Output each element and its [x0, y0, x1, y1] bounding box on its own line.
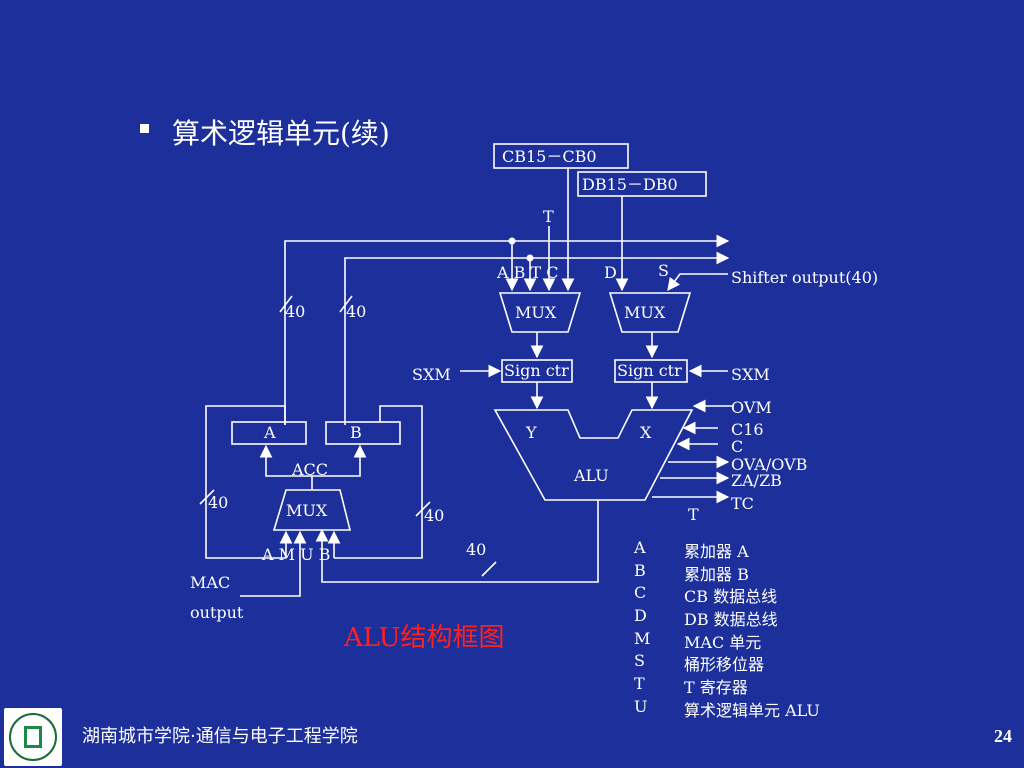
legend-row: T T 寄存器 [634, 674, 820, 697]
legend-key: B [634, 560, 646, 580]
alu-block [493, 409, 694, 501]
acc-b-label: B [350, 423, 362, 442]
db-bus-label: DB15－DB0 [582, 175, 678, 194]
bus-a-line [284, 234, 730, 425]
mac-label: MAC [190, 573, 230, 592]
sign-ctr-left-label: Sign ctr [504, 361, 569, 380]
junction-dot-b [526, 254, 534, 262]
acc-b-loop [334, 405, 423, 559]
width-label-4: 40 [424, 506, 444, 525]
mux-left-inputs: A B T C [496, 263, 558, 282]
alu-y-label: Y [525, 423, 537, 442]
legend-row: S 桶形移位器 [634, 651, 820, 674]
slash-4 [199, 489, 215, 505]
acc-mux-inputs: A M U B [261, 545, 330, 564]
cb-bus-box [493, 143, 629, 169]
acc-mux-label: MUX [286, 501, 328, 520]
c-label: C [731, 437, 743, 456]
junction-dot-a [508, 237, 516, 245]
acc-label: ACC [291, 460, 328, 479]
mux-right-label: MUX [624, 303, 666, 322]
legend-key: S [634, 651, 645, 671]
alu-label: ALU [573, 466, 609, 485]
acc-out-b [312, 444, 367, 477]
legend-row: B 累加器 B [634, 561, 820, 584]
width-label-5: 40 [466, 540, 486, 559]
legend-row: D DB 数据总线 [634, 606, 820, 629]
legend-desc: T 寄存器 [684, 678, 748, 698]
slash-5 [415, 501, 431, 517]
logo-ring-icon [9, 713, 57, 761]
legend-key: C [634, 583, 647, 603]
shifter-line [667, 273, 728, 292]
sign-ctr-right-label: Sign ctr [617, 361, 682, 380]
alu-x-label: X [640, 423, 652, 442]
legend-desc: 累加器 A [684, 542, 749, 561]
legend-desc: 累加器 B [684, 564, 749, 584]
legend-desc: CB 数据总线 [684, 587, 778, 607]
sign-ctr-right [614, 359, 688, 383]
slash-2 [339, 295, 353, 313]
slash-3 [481, 561, 497, 577]
legend: A 累加器 A B 累加器 B C CB 数据总线 D DB 数据总线 M MAC 单元 S 桶形移位… [634, 538, 820, 720]
width-label-1: 40 [285, 302, 305, 321]
mux-left-label: MUX [515, 303, 557, 322]
cb-bus-label: CB15－CB0 [502, 147, 597, 166]
legend-desc: MAC 单元 [684, 632, 762, 652]
legend-desc: DB 数据总线 [684, 610, 778, 630]
legend-row: U 算术逻辑单元 ALU [634, 697, 820, 720]
za-zb-label: ZA/ZB [731, 471, 782, 490]
acc-a-loop [205, 405, 286, 559]
ovm-label: OVM [731, 398, 772, 417]
acc-mux [272, 489, 352, 531]
logo-mark-icon [24, 726, 42, 748]
db-bus-box [577, 171, 707, 197]
legend-key: T [634, 674, 645, 694]
alu-output-line [315, 500, 599, 583]
sxm-right-label: SXM [731, 365, 770, 384]
mux-right-s: S [658, 261, 669, 280]
acc-b-box [325, 421, 401, 445]
university-logo [4, 708, 62, 766]
legend-key: M [634, 628, 651, 648]
t-top-label: T [543, 207, 554, 226]
mac-input-line [240, 530, 307, 597]
legend-row: M MAC 单元 [634, 629, 820, 652]
bullet-marker [140, 124, 149, 133]
shifter-output-label: Shifter output(40) [731, 268, 878, 287]
bus-b-line [344, 251, 730, 425]
legend-row: A 累加器 A [634, 538, 820, 561]
width-label-3: 40 [208, 493, 228, 512]
diagram-caption: ALU结构框图 [343, 623, 505, 653]
acc-out-a [259, 444, 313, 490]
mac-output-label: output [190, 603, 244, 622]
legend-key: U [634, 696, 648, 716]
ova-ovb-label: OVA/OVB [731, 455, 807, 474]
t-bottom-label: T [688, 505, 699, 524]
legend-row: C CB 数据总线 [634, 583, 820, 606]
slide-title: 算术逻辑单元(续) [172, 117, 390, 150]
mux-left [498, 292, 582, 333]
footer-institution: 湖南城市学院·通信与电子工程学院 [82, 726, 358, 747]
acc-a-box [231, 421, 307, 445]
width-label-2: 40 [346, 302, 366, 321]
legend-desc: 算术逻辑单元 ALU [684, 700, 820, 720]
c16-label: C16 [731, 420, 764, 439]
mux-right-d: D [604, 263, 617, 282]
sxm-left-label: SXM [412, 365, 451, 384]
legend-key: A [634, 538, 646, 557]
tc-label: TC [731, 494, 754, 513]
acc-a-label: A [263, 423, 276, 442]
mux-right [608, 292, 692, 333]
slash-1 [279, 295, 293, 313]
legend-key: D [634, 606, 647, 626]
legend-desc: 桶形移位器 [684, 655, 765, 675]
page-number: 24 [994, 726, 1012, 746]
